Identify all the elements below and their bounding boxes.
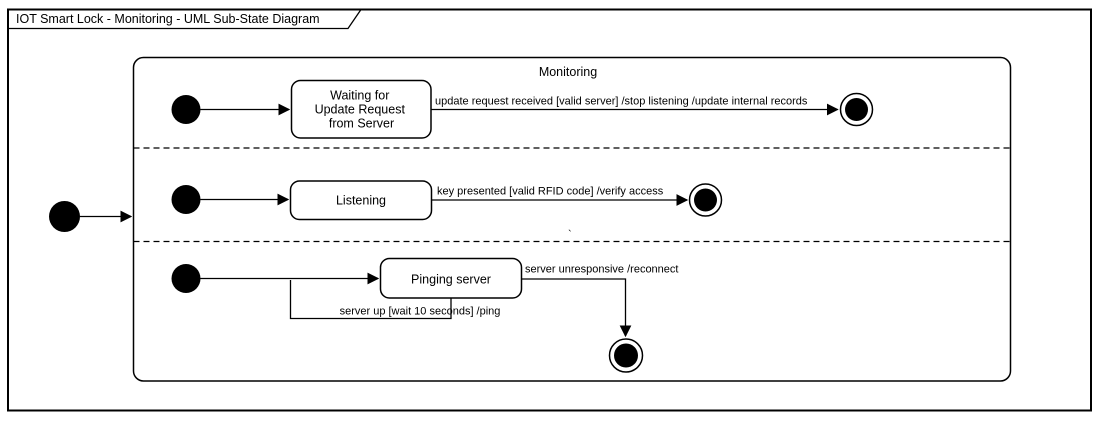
lane2-transition-label: key presented [valid RFID code] /verify … bbox=[437, 186, 664, 198]
lane2-initial-state bbox=[171, 185, 201, 214]
lane1-initial-state bbox=[171, 95, 201, 124]
outer-initial-state bbox=[49, 201, 80, 232]
lane3-exit-transition bbox=[521, 278, 632, 338]
stray-mark: ` bbox=[568, 229, 572, 241]
composite-state-label: Monitoring bbox=[539, 65, 597, 79]
state-listening-label: Listening bbox=[336, 194, 386, 208]
frame-title: IOT Smart Lock - Monitoring - UML Sub-St… bbox=[16, 12, 320, 26]
state-waiting-label: Waiting for Update Request from Server bbox=[315, 89, 409, 131]
lane3-final-state bbox=[614, 343, 638, 368]
lane3-initial-state bbox=[171, 264, 201, 293]
lane2-final-state bbox=[694, 188, 717, 212]
frame-title-tab bbox=[8, 9, 362, 30]
lane1-final-state bbox=[845, 98, 868, 121]
lane3-self-transition bbox=[289, 280, 452, 320]
lane3-transition-label: server unresponsive /reconnect bbox=[525, 264, 678, 276]
state-pinging-label: Pinging server bbox=[411, 273, 491, 287]
lane1-transition-label: update request received [valid server] /… bbox=[435, 96, 808, 108]
lane3-self-transition-label: server up [wait 10 seconds] /ping bbox=[340, 306, 501, 318]
